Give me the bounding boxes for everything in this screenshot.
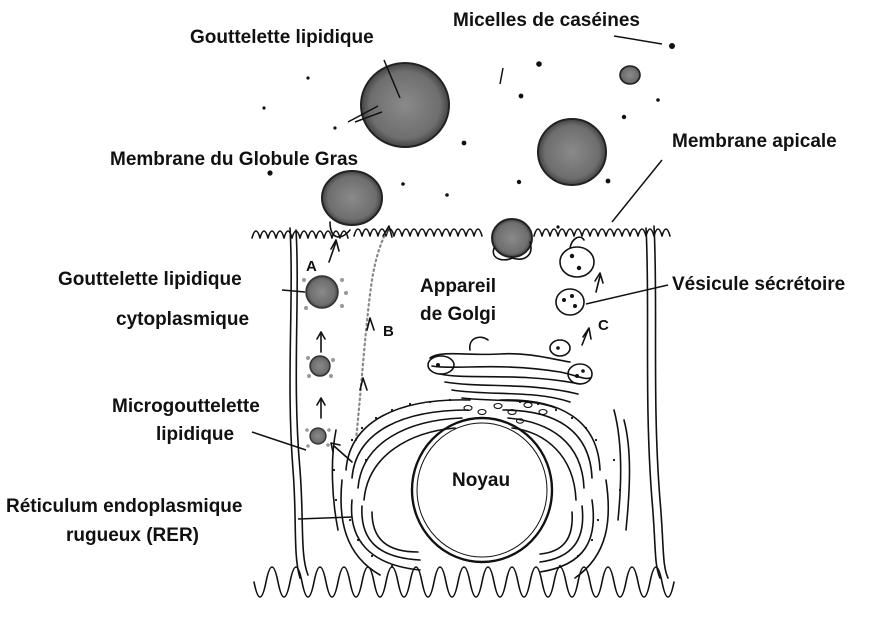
apical-membrane bbox=[252, 229, 670, 238]
cytoplasmic-lipid-droplet bbox=[306, 276, 338, 308]
pathway-c-vesicles bbox=[556, 237, 603, 345]
label-pathway-b: B bbox=[383, 323, 394, 340]
label-pathway-c: C bbox=[598, 317, 609, 334]
lipid-droplet-medium bbox=[310, 356, 330, 376]
label-micelles-caseines: Micelles de caséines bbox=[453, 10, 640, 31]
label-membrane-globule-gras: Membrane du Globule Gras bbox=[110, 149, 358, 170]
label-gouttelette-lipidique: Gouttelette lipidique bbox=[190, 27, 374, 48]
micro-lipid-droplet bbox=[310, 428, 326, 444]
label-microgouttelette-2: lipidique bbox=[156, 424, 234, 445]
label-microgouttelette-1: Microgouttelette bbox=[112, 396, 260, 417]
label-membrane-apicale: Membrane apicale bbox=[672, 131, 837, 152]
label-gouttelette-cytoplasmique-1: Gouttelette lipidique bbox=[58, 269, 242, 290]
lipid-droplet-right bbox=[538, 119, 606, 185]
label-vesicule-secretoire: Vésicule sécrétoire bbox=[672, 274, 845, 295]
label-gouttelette-cytoplasmique-2: cytoplasmique bbox=[116, 309, 249, 330]
label-rer-2: rugueux (RER) bbox=[66, 525, 199, 546]
label-appareil-golgi-2: de Golgi bbox=[420, 304, 496, 325]
label-pathway-a: A bbox=[306, 258, 317, 275]
label-appareil-golgi-1: Appareil bbox=[420, 276, 496, 297]
basal-membrane bbox=[254, 567, 674, 597]
lipid-droplet-large bbox=[361, 63, 449, 147]
label-rer-1: Réticulum endoplasmique bbox=[6, 496, 242, 517]
lipid-droplet-secreting bbox=[492, 219, 532, 257]
label-noyau: Noyau bbox=[452, 470, 510, 491]
lipid-droplet-small bbox=[620, 66, 640, 84]
secretory-vesicle-upper bbox=[560, 247, 594, 277]
lipid-droplet-budding bbox=[322, 171, 382, 225]
secretory-vesicle-lower bbox=[556, 289, 584, 315]
